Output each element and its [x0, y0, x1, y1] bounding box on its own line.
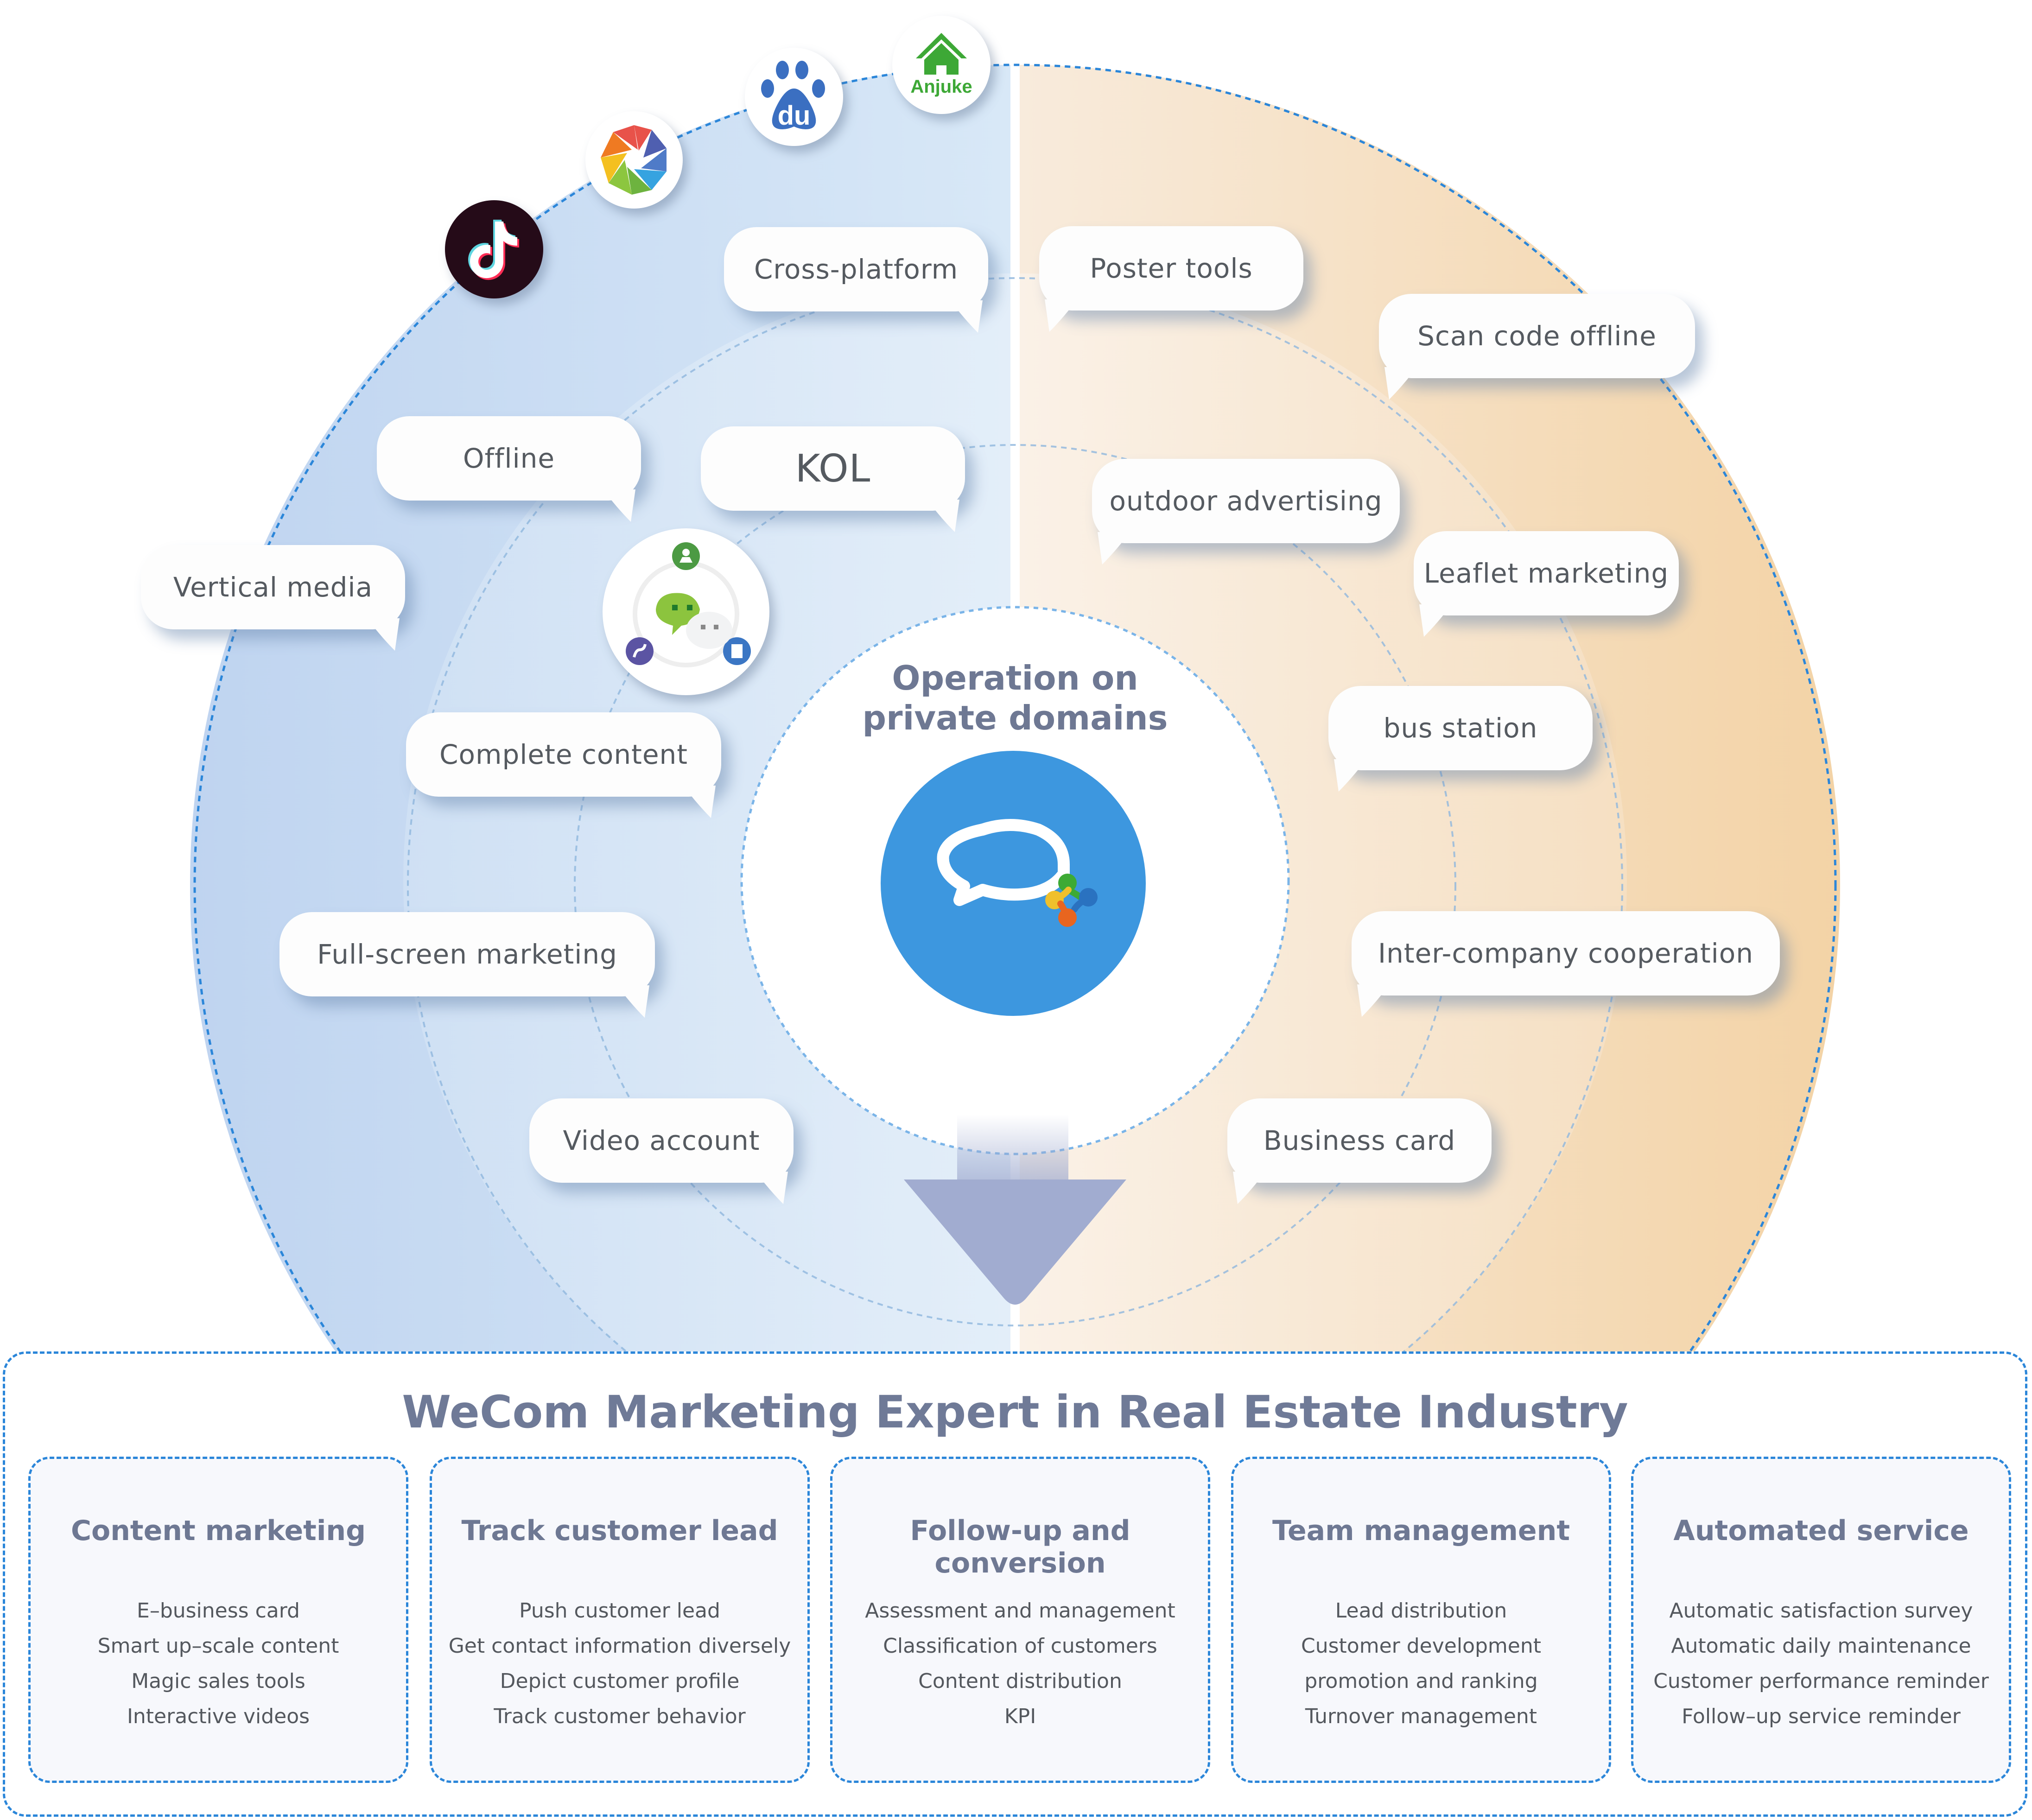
panel-title: WeCom Marketing Expert in Real Estate In… — [402, 1386, 1628, 1438]
bubble-tail — [756, 1172, 788, 1204]
bubble-tail — [683, 786, 716, 818]
bubble-scan-code-offline: Scan code offline — [1379, 294, 1695, 400]
feature-card-follow-up-conversion: Follow-up and conversion Assessment and … — [830, 1457, 1210, 1783]
bubble-label: bus station — [1383, 712, 1538, 744]
bubble-label: Poster tools — [1090, 253, 1253, 284]
card-items: Push customer lead Get contact informati… — [432, 1593, 807, 1734]
bubble-kol: KOL — [701, 426, 965, 532]
bubble-tail — [1045, 299, 1077, 332]
bubble-outdoor-advertising: outdoor advertising — [1092, 459, 1400, 564]
bubble-complete-content: Complete content — [406, 712, 721, 818]
bubble-label: Offline — [463, 443, 555, 474]
card-item: Track customer behavior — [494, 1705, 746, 1728]
bubble-poster-tools: Poster tools — [1039, 226, 1303, 332]
feature-card-team-management: Team management Lead distribution Custom… — [1231, 1457, 1611, 1783]
bubble-label: Complete content — [439, 739, 688, 770]
bubble-bus-station: bus station — [1328, 686, 1593, 792]
wechat-icon — [603, 528, 769, 695]
card-items: Lead distribution Customer development p… — [1233, 1593, 1609, 1734]
bubble-label: Vertical media — [173, 571, 373, 603]
bubble-inter-company-cooperation: Inter-company cooperation — [1352, 911, 1780, 1017]
card-items: Assessment and management Classification… — [832, 1593, 1208, 1734]
bubble-tail — [603, 489, 635, 522]
card-item: Assessment and management — [865, 1599, 1175, 1623]
bubble-leaflet-marketing: Leaflet marketing — [1414, 531, 1679, 637]
camera-aperture-icon — [585, 111, 683, 209]
bubble-tail — [927, 500, 959, 532]
bubble-tail — [1334, 759, 1366, 792]
card-item: Lead distribution — [1335, 1599, 1507, 1623]
card-title: Automated service — [1673, 1515, 1969, 1547]
card-item: Classification of customers — [883, 1634, 1157, 1658]
anjuke-icon: Anjuke — [892, 16, 991, 114]
bubble-label: Scan code offline — [1417, 320, 1657, 352]
card-item: Interactive videos — [127, 1705, 310, 1728]
card-item: Automatic satisfaction survey — [1669, 1599, 1973, 1623]
feature-card-track-customer-lead: Track customer lead Push customer lead G… — [430, 1457, 810, 1783]
bubble-tail — [367, 618, 400, 651]
feature-card-content-marketing: Content marketing E–business card Smart … — [28, 1457, 408, 1783]
bubble-label: Leaflet marketing — [1423, 558, 1669, 589]
arrow-head — [904, 1180, 1126, 1305]
card-title: Follow-up and conversion — [910, 1515, 1130, 1579]
card-item: Get contact information diversely — [448, 1634, 791, 1658]
card-item: Customer development — [1301, 1634, 1541, 1658]
center-title-line1: Operation on — [892, 659, 1138, 698]
card-item: Customer performance reminder — [1653, 1669, 1989, 1693]
bubble-cross-platform: Cross-platform — [724, 227, 988, 333]
bubble-tail — [1233, 1172, 1265, 1204]
bubble-tail — [1419, 604, 1452, 637]
bubble-label: Cross-platform — [754, 254, 959, 285]
anjuke-label: Anjuke — [910, 76, 972, 97]
card-item: KPI — [1004, 1705, 1036, 1728]
bubble-vertical-media: Vertical media — [141, 545, 405, 651]
tiktok-icon — [445, 200, 543, 298]
bubble-full-screen-marketing: Full-screen marketing — [279, 912, 655, 1018]
feature-card-automated-service: Automated service Automatic satisfaction… — [1631, 1457, 2011, 1783]
bubble-tail — [617, 985, 649, 1018]
bubble-label: KOL — [795, 446, 871, 491]
card-item: Content distribution — [918, 1669, 1122, 1693]
card-item: Automatic daily maintenance — [1671, 1634, 1971, 1658]
center-title: Operation on private domains — [783, 658, 1247, 738]
bubble-label: Video account — [563, 1125, 760, 1156]
bubble-tail — [950, 300, 983, 333]
card-item: Smart up–scale content — [97, 1634, 339, 1658]
card-item: Depict customer profile — [500, 1669, 740, 1693]
bubble-label: Inter-company cooperation — [1378, 938, 1753, 969]
baidu-icon: du — [745, 48, 843, 146]
card-items: E–business card Smart up–scale content M… — [31, 1593, 406, 1734]
bubble-business-card: Business card — [1227, 1098, 1492, 1204]
card-item: Follow–up service reminder — [1682, 1705, 1961, 1728]
card-title: Track customer lead — [461, 1515, 778, 1547]
card-item: promotion and ranking — [1304, 1669, 1538, 1693]
bubble-tail — [1098, 532, 1130, 564]
bubble-video-account: Video account — [529, 1098, 794, 1204]
baidu-label: du — [778, 101, 811, 131]
bubble-offline: Offline — [377, 416, 641, 522]
card-item: E–business card — [137, 1599, 300, 1623]
bubble-tail — [1357, 984, 1390, 1017]
features-panel: WeCom Marketing Expert in Real Estate In… — [3, 1351, 2027, 1817]
wecom-logo-icon — [881, 751, 1146, 1016]
center-title-line2: private domains — [862, 698, 1168, 737]
card-title: Content marketing — [70, 1515, 366, 1547]
card-item: Push customer lead — [519, 1599, 720, 1623]
bubble-label: Full-screen marketing — [317, 939, 617, 970]
bubble-label: Business card — [1263, 1125, 1456, 1156]
bubble-tail — [1384, 367, 1417, 400]
card-item: Turnover management — [1305, 1705, 1537, 1728]
bubble-label: outdoor advertising — [1109, 485, 1383, 517]
card-items: Automatic satisfaction survey Automatic … — [1633, 1593, 2009, 1734]
card-item: Magic sales tools — [131, 1669, 305, 1693]
card-title: Team management — [1272, 1515, 1570, 1547]
